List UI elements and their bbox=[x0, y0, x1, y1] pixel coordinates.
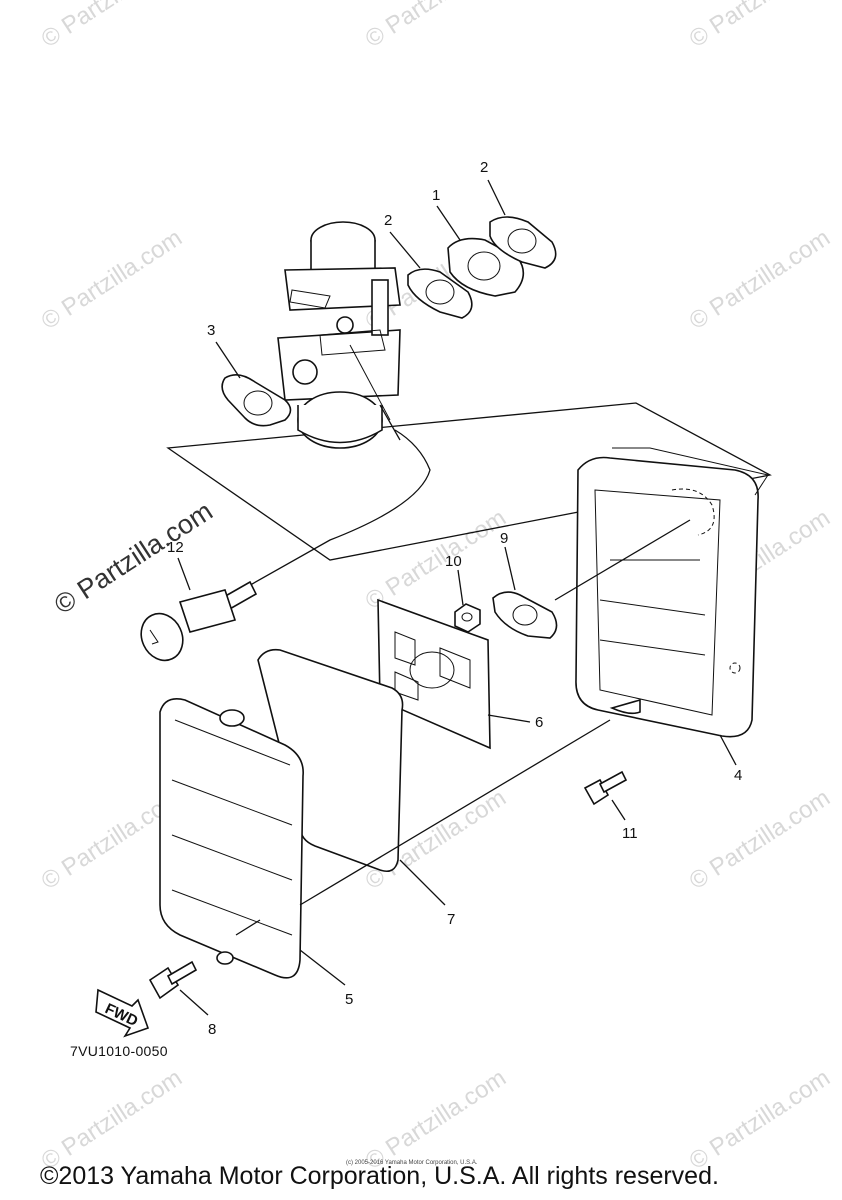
watermark-text: © Partzilla.com bbox=[685, 1064, 835, 1175]
watermark-text: © Partzilla.com bbox=[685, 784, 835, 895]
assembly-plane-outline bbox=[166, 402, 772, 561]
leader-lines bbox=[177, 179, 737, 1016]
callout-2-lower: 2 bbox=[384, 212, 392, 229]
carburetor-illustration bbox=[277, 221, 401, 449]
choke-cable-illustration bbox=[140, 404, 431, 662]
watermark-text: © Partzilla.com bbox=[361, 504, 511, 615]
callout-1: 1 bbox=[432, 187, 440, 204]
alignment-line bbox=[299, 719, 611, 906]
air-cleaner-case-illustration bbox=[575, 447, 769, 738]
callout-8: 8 bbox=[208, 1021, 216, 1038]
callout-2-upper: 2 bbox=[480, 159, 488, 176]
watermark-text: © Partzilla.com bbox=[685, 0, 835, 53]
callout-9: 9 bbox=[500, 530, 508, 547]
element-gasket-illustration bbox=[377, 598, 491, 750]
watermark-text: © Partzilla.com bbox=[37, 224, 187, 335]
watermark-text: © Partzilla.com bbox=[37, 1064, 187, 1175]
callout-10: 10 bbox=[445, 553, 462, 570]
watermark-text: © Partzilla.com bbox=[37, 0, 187, 53]
element-illustration bbox=[257, 648, 404, 873]
gasket-3-illustration bbox=[221, 374, 292, 427]
nut-10-illustration bbox=[454, 603, 481, 633]
alignment-line bbox=[554, 519, 691, 601]
alignment-line bbox=[235, 919, 261, 936]
air-cleaner-cover-illustration bbox=[159, 698, 304, 979]
callout-12: 12 bbox=[167, 539, 184, 556]
gasket-9-illustration bbox=[492, 591, 558, 639]
callout-7: 7 bbox=[447, 911, 455, 928]
fine-print: (c) 2005-2016 Yamaha Motor Corporation, … bbox=[346, 1160, 478, 1166]
callout-4: 4 bbox=[734, 767, 742, 784]
watermark-text: © Partzilla.com bbox=[361, 1064, 511, 1175]
copyright-footer: ©2013 Yamaha Motor Corporation, U.S.A. A… bbox=[40, 1162, 719, 1190]
callout-11: 11 bbox=[622, 825, 638, 842]
callout-3: 3 bbox=[207, 322, 215, 339]
part-code: 7VU1010-0050 bbox=[70, 1043, 168, 1059]
bolt-11-illustration bbox=[583, 770, 628, 806]
callout-6: 6 bbox=[535, 714, 543, 731]
intake-gaskets-illustration bbox=[407, 216, 557, 319]
bolt-8-illustration bbox=[148, 960, 198, 1000]
watermark-text: © Partzilla.com bbox=[685, 224, 835, 335]
fwd-arrow-icon: FWD bbox=[95, 988, 150, 1038]
watermark-text: © Partzilla.com bbox=[361, 0, 511, 53]
callout-5: 5 bbox=[345, 991, 353, 1008]
